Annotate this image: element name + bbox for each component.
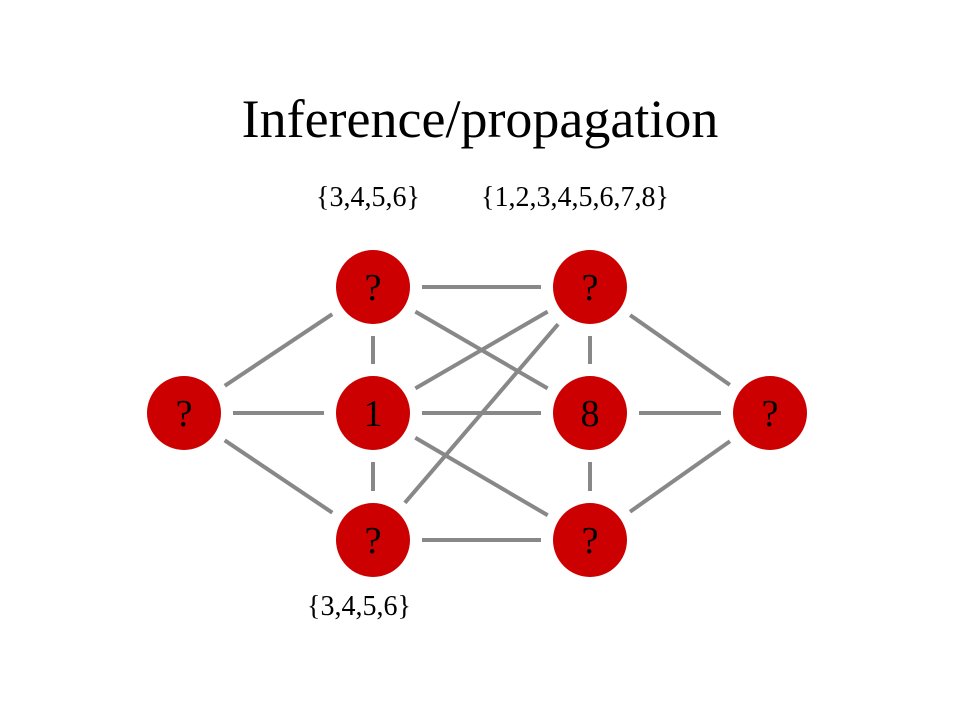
domain-label-top-right: {1,2,3,4,5,6,7,8} [481, 182, 669, 213]
node-value-bottom-left: ? [365, 520, 382, 562]
edge-left-bottom-left [223, 438, 334, 515]
node-circle-right [733, 376, 807, 450]
node-mid-right: 8 [553, 376, 627, 450]
node-top-left: ? [336, 250, 410, 324]
node-value-left: ? [176, 393, 193, 435]
node-value-top-left: ? [365, 267, 382, 309]
domain-label-top-left: {3,4,5,6} [316, 182, 420, 213]
nodes-layer: ?? 1?? 8?? [147, 250, 807, 577]
node-bottom-left: ? [336, 503, 410, 577]
node-circle-bottom-right [553, 503, 627, 577]
page-title: Inference/propagation [241, 89, 719, 149]
node-right: ? [733, 376, 807, 450]
node-value-bottom-right: ? [582, 520, 599, 562]
node-value-mid-right: 8 [581, 393, 600, 435]
node-circle-left [147, 376, 221, 450]
edge-top-right-right [628, 313, 732, 387]
edge-bottom-left-top-right [403, 322, 560, 505]
node-circle-top-left [336, 250, 410, 324]
node-left: ? [147, 376, 221, 450]
node-circle-mid-right [553, 376, 627, 450]
edge-bottom-right-right [628, 439, 732, 514]
node-value-mid-left: 1 [364, 393, 383, 435]
edge-left-top-left [223, 312, 334, 388]
edges-layer [223, 285, 732, 542]
node-circle-bottom-left [336, 503, 410, 577]
node-value-top-right: ? [582, 267, 599, 309]
node-value-right: ? [762, 393, 779, 435]
node-top-right: ? [553, 250, 627, 324]
domain-label-bottom: {3,4,5,6} [307, 591, 411, 622]
node-mid-left: 1 [336, 376, 410, 450]
node-bottom-right: ? [553, 503, 627, 577]
edge-mid-left-bottom-right [414, 436, 549, 517]
node-circle-top-right [553, 250, 627, 324]
edge-mid-left-top-right [414, 309, 549, 391]
node-circle-mid-left [336, 376, 410, 450]
